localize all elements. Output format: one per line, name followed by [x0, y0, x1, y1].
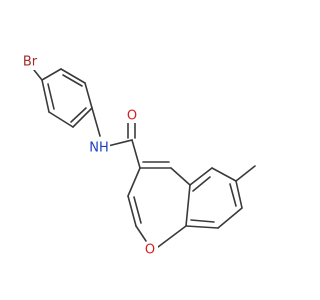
molecule-structure-diagram: Br NH O O [20, 54, 256, 258]
label-background [124, 107, 140, 123]
nitrogen-label: NH [89, 141, 109, 156]
bond [211, 167, 237, 182]
bond [170, 167, 191, 186]
bond-double-inner [70, 107, 87, 123]
bond [127, 195, 137, 227]
bond-nitrogen-to-carbonyl [107, 139, 133, 147]
bond-double-inner [190, 219, 215, 223]
bond-aryl-to-nitrogen [91, 107, 101, 137]
atom-labels: Br NH O O [20, 54, 158, 258]
bond-double-inner [229, 183, 237, 207]
bond [84, 82, 93, 109]
bond [185, 184, 191, 227]
bond [189, 167, 213, 186]
bond [217, 207, 243, 229]
bond-double-inner [133, 196, 142, 224]
amide-linker [91, 107, 141, 169]
label-background [88, 140, 110, 156]
bond [41, 68, 62, 81]
bond [153, 225, 187, 251]
bond-double-inner [62, 74, 83, 87]
bond [135, 225, 147, 242]
bond [185, 225, 219, 229]
bond [72, 107, 93, 128]
bromine-label: Br [23, 55, 38, 70]
bond [235, 180, 243, 209]
carbonyl-oxygen-label: O [127, 109, 137, 124]
bond-to-bromine [33, 69, 43, 81]
bromophenyl-ring [33, 68, 93, 128]
label-background [142, 242, 158, 258]
ring-oxygen-label: O [145, 243, 155, 258]
bond-double-inner [192, 176, 211, 192]
bond [60, 68, 86, 84]
methylbenzene-ring [185, 165, 256, 229]
bond [41, 79, 50, 113]
bond-double-inner [47, 83, 55, 110]
label-background [20, 54, 42, 70]
bond [48, 111, 74, 128]
benzoxepine-ring [127, 161, 191, 251]
bond-methyl [235, 165, 256, 182]
bond-carbonyl-to-ring [131, 139, 141, 169]
bond [127, 167, 141, 197]
